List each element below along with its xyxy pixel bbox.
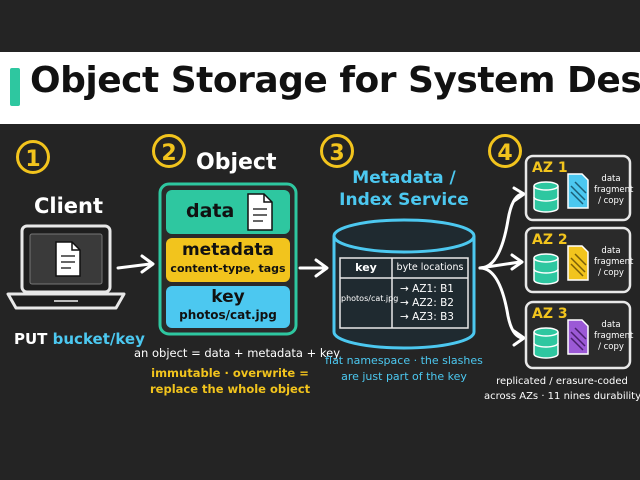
zone-1-text-line: / copy [598,196,624,206]
zone-1-text: data fragment / copy [594,174,634,207]
step-4-badge: 4 [488,134,522,168]
fanout-arrows [478,186,526,347]
client-document-icon [55,241,81,277]
object-metadata-row [166,238,290,282]
zone-2-text: data fragment / copy [594,246,634,279]
metadata-label-line1: Metadata / [352,168,456,188]
object-note-line1: immutable · overwrite = [151,366,309,380]
table-location-1: AZ1: B1 [412,283,454,295]
zone-2-name: AZ 2 [532,232,568,248]
zone-3-name: AZ 3 [532,306,568,322]
title-accent-bar [10,68,20,106]
object-data-label: data [186,200,235,222]
table-location-row: → AZ3: B3 [400,311,454,323]
object-document-icon [247,193,273,231]
table-location-2: AZ2: B2 [412,297,454,309]
zones-caption-line1: replicated / erasure-coded [496,376,628,387]
database-icon [533,327,559,359]
zone-2-text-line: / copy [598,268,624,278]
database-icon [533,181,559,213]
zone-2-text-line: fragment [594,257,634,267]
client-label: Client [34,194,104,218]
object-key-label: key [211,287,245,307]
object-metadata-label: metadata [181,240,275,260]
zone-1-text-line: fragment [594,185,634,195]
fragment-document-icon [567,173,589,209]
metadata-caption-line1: flat namespace · the slashes [325,354,483,367]
arrow-icon [116,254,155,274]
database-icon [332,218,476,350]
table-key-cell: photos/cat.jpg [341,294,399,303]
table-location-row: → AZ1: B1 [400,283,454,295]
object-label: Object [196,150,277,175]
zone-1-name: AZ 1 [532,160,568,176]
fragment-document-icon [567,319,589,355]
step-2-badge: 2 [152,134,186,168]
object-note-line2: replace the whole object [150,382,311,396]
metadata-caption-line2: are just part of the key [341,370,467,383]
page-title: Object Storage for System Design [30,60,640,101]
zones-caption-line2: across AZs · 11 nines durability [484,391,640,402]
object-key-value: photos/cat.jpg [179,308,277,322]
zone-1-text-line: data [601,174,621,184]
put-method: PUT [14,330,48,348]
zone-3-text: data fragment / copy [594,320,634,353]
fragment-document-icon [567,245,589,281]
zone-2-text-line: data [601,246,621,256]
object-metadata-sub: content-type, tags [170,262,286,275]
object-key-row [166,286,290,328]
title-banner [0,52,640,124]
zone-3-text-line: data [601,320,621,330]
table-location-3: AZ3: B3 [412,311,454,323]
put-path: bucket/key [52,330,145,348]
table-header-locations: byte locations [396,262,464,273]
zone-3-text-line: fragment [594,331,634,341]
metadata-label-line2: Index Service [339,190,469,210]
table-header-key: key [355,261,377,274]
index-table [339,257,469,329]
arrow-icon [298,258,329,278]
zone-3-text-line: / copy [598,342,624,352]
put-request: PUT bucket/key [14,330,145,348]
step-3-badge: 3 [320,134,354,168]
object-caption: an object = data + metadata + key [134,346,341,360]
database-icon [533,253,559,285]
step-1-badge: 1 [16,140,50,174]
table-location-row: → AZ2: B2 [400,297,454,309]
